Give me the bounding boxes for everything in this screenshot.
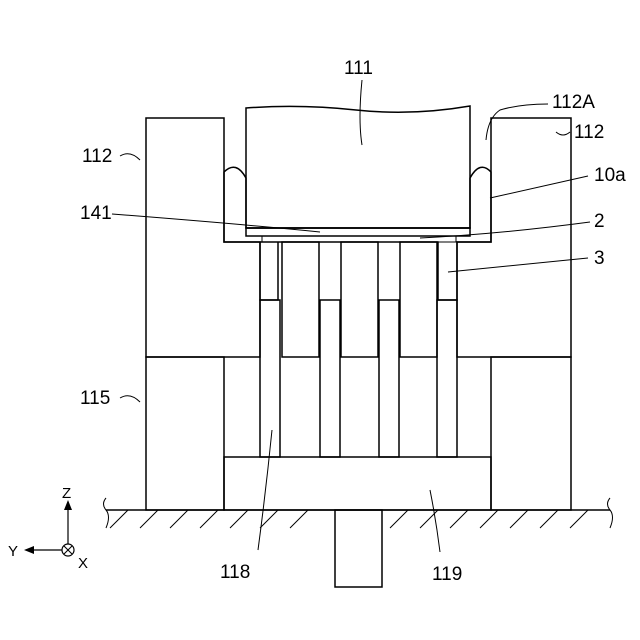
label-141: 141 <box>80 203 112 224</box>
label-112-right: 112 <box>574 122 604 143</box>
workpiece-111 <box>246 106 470 228</box>
label-10a: 10a <box>594 165 626 186</box>
label-2: 2 <box>594 211 605 232</box>
lower-block-115-right <box>491 357 571 510</box>
upper-block-112-left <box>146 118 260 357</box>
blade-group <box>260 242 457 457</box>
coordinate-axes: Z Y X <box>8 485 88 572</box>
support-pin <box>335 510 382 587</box>
blade <box>260 300 280 457</box>
layer-141 <box>246 228 470 236</box>
liner-10a <box>224 167 491 300</box>
axis-y-label: Y <box>8 543 18 560</box>
lower-block-115-left <box>146 357 224 510</box>
label-3: 3 <box>594 248 605 269</box>
blade <box>320 300 340 457</box>
blade <box>400 242 437 357</box>
label-112A: 112A <box>552 92 595 113</box>
upper-block-112-right <box>457 118 571 357</box>
axis-x-label: X <box>78 555 88 572</box>
leader-lines <box>112 80 590 552</box>
blade <box>379 300 399 457</box>
label-119: 119 <box>432 564 462 585</box>
label-112-left: 112 <box>82 146 112 167</box>
ground-surface <box>104 498 613 528</box>
label-115: 115 <box>80 388 110 409</box>
layer-2 <box>262 236 456 242</box>
blade <box>341 242 378 357</box>
blade <box>282 242 319 357</box>
axis-z-label: Z <box>62 485 71 502</box>
label-118: 118 <box>220 562 250 583</box>
label-111: 111 <box>344 58 373 79</box>
blade <box>437 300 457 457</box>
